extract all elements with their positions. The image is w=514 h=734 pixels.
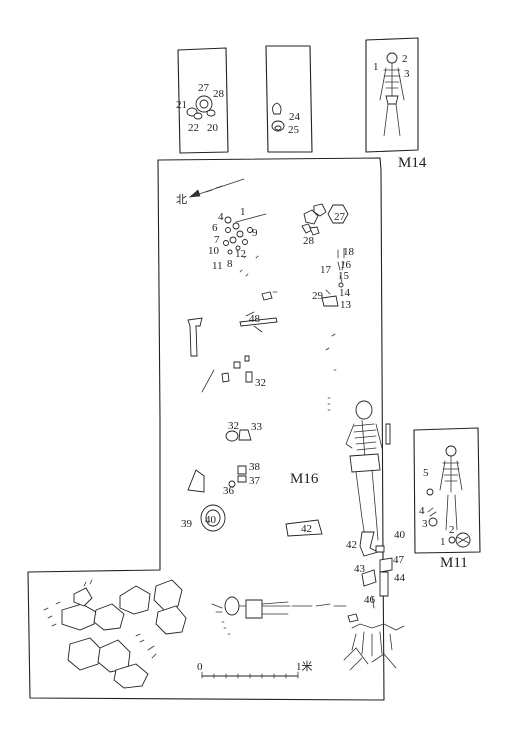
item-label: 21 — [176, 99, 187, 111]
item-label: 4 — [419, 505, 425, 517]
item-label: 6 — [212, 222, 218, 234]
skull-icon — [445, 445, 457, 457]
vessel-icon — [272, 102, 282, 115]
item-label: 18 — [343, 246, 355, 258]
skull-icon — [224, 596, 240, 616]
item-label: 17 — [320, 264, 332, 276]
item-label: 33 — [251, 421, 263, 433]
scattered-fragments — [325, 333, 337, 411]
item-label: 36 — [223, 485, 235, 497]
item-label: 3 — [422, 518, 428, 530]
pit-items-20-26: 27 28 21 22 20 — [176, 47, 229, 154]
item-label: 13 — [340, 299, 352, 311]
long-object — [187, 317, 203, 357]
item-label: 8 — [227, 258, 233, 270]
item-label: 14 — [339, 287, 351, 299]
item-label: 47 — [393, 554, 405, 566]
item-label: 2 — [402, 53, 408, 65]
item-label: 46 — [364, 594, 376, 606]
item-label: 2 — [449, 524, 455, 536]
item-label: 39 — [181, 518, 193, 530]
item-label: 12 — [235, 248, 246, 260]
animal-remains-left — [43, 579, 187, 689]
item-label: 40 — [205, 514, 217, 526]
ring-item-38: 40 39 — [181, 504, 226, 532]
pit-items-23-24: 24 25 — [265, 45, 313, 153]
item-label: 37 — [249, 475, 261, 487]
artifact-group-31-48: 32 — [201, 355, 266, 393]
item-label: 20 — [207, 122, 219, 134]
item-label: 7 — [214, 234, 220, 246]
tomb-m14: 1 2 3 M14 — [365, 37, 427, 171]
item-label: 42 — [301, 523, 312, 535]
artifact-group-40-46: 40 42 47 43 44 46 — [346, 529, 406, 609]
artifact-cluster-1-12: 4 1 6 7 9 10 12 11 8 — [208, 206, 267, 277]
artifact-item-39: 42 — [285, 519, 323, 537]
item-label: 29 — [312, 290, 324, 302]
item-label: 44 — [394, 572, 406, 584]
scale-one-meter-label: 1米 — [296, 660, 313, 673]
item-label: 25 — [288, 124, 300, 136]
item-label: 43 — [354, 563, 366, 575]
item-label: 5 — [423, 467, 429, 479]
scale-bar: 0 1米 — [197, 660, 313, 679]
item-label: 1 — [440, 536, 446, 548]
item-label: 32 — [255, 377, 266, 389]
artifact-group-47: 48 — [239, 291, 278, 333]
item-label: 28 — [303, 235, 315, 247]
scale-zero-label: 0 — [197, 661, 203, 673]
item-label: 27 — [334, 211, 346, 223]
skeleton-lower — [211, 596, 347, 635]
item-label: 10 — [208, 245, 220, 257]
item-label: 9 — [252, 227, 258, 239]
artifact-group-34-36: 38 37 36 — [187, 461, 261, 497]
item-label: 28 — [213, 88, 225, 100]
item-label: 11 — [212, 260, 223, 272]
vessel-icon — [327, 204, 349, 224]
item-label: 15 — [338, 270, 350, 282]
item-label: 22 — [188, 122, 199, 134]
item-label: 32 — [228, 420, 239, 432]
skull-icon — [355, 400, 373, 420]
item-label: 16 — [340, 259, 352, 271]
item-label: 3 — [404, 68, 410, 80]
tomb-m11: 5 4 3 2 1 M11 — [413, 427, 481, 571]
tomb-label-m11: M11 — [440, 555, 468, 571]
tomb-label-m14: M14 — [398, 155, 427, 171]
skull-icon — [386, 52, 398, 64]
item-label: 48 — [249, 313, 261, 325]
tomb-m16-outline — [27, 157, 385, 701]
item-label: 42 — [346, 539, 357, 551]
north-label: 北 — [176, 193, 187, 206]
north-arrow: 北 — [176, 178, 245, 206]
artifact-cluster-13-29: 18 16 17 15 14 29 13 27 28 — [301, 203, 355, 311]
vessel-icon — [187, 469, 205, 493]
item-label: 4 — [218, 211, 224, 223]
tomb-label-m16: M16 — [290, 471, 319, 487]
item-label: 1 — [373, 61, 379, 73]
item-label: 1 — [240, 206, 246, 218]
item-label: 27 — [198, 82, 210, 94]
item-label: 24 — [289, 111, 301, 123]
animal-remains-right — [343, 613, 405, 671]
item-label: 40 — [394, 529, 406, 541]
skeleton-m16 — [345, 400, 391, 545]
artifact-group-32-33: 32 33 — [225, 420, 263, 442]
item-label: 38 — [249, 461, 261, 473]
